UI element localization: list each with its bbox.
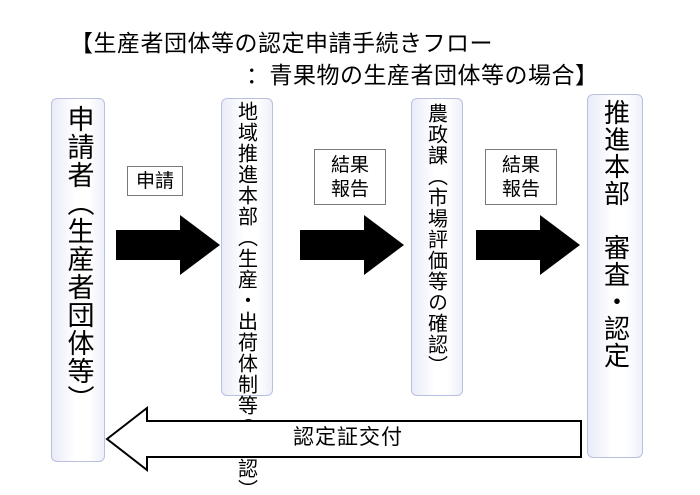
right-arrow-icon [476,215,580,275]
arrow-label-result-report-2: 結果 報告 [485,149,557,205]
step-regional-hq-box: 地域推進本部（生産・出荷体制等の確認） [221,98,273,495]
step-promotion-hq-label: 推進本部 審査・認定 [599,99,630,369]
diagram-title-line-2: ：青果物の生産者団体等の場合】 [246,63,599,89]
step-promotion-hq-box: 推進本部 審査・認定 [587,94,643,458]
return-arrow-label: 認定証交付 [293,425,403,449]
diagram-title-line-1: 【生産者団体等の認定申請手続きフロー [70,31,493,57]
right-arrow-icon [300,215,404,275]
step-agri-policy-label: 農政課（市場評価等の確認） [424,103,449,376]
step-regional-hq-label: 地域推進本部（生産・出荷体制等の確認） [234,101,259,495]
step-applicant-box: 申請者（生産者団体等） [51,98,105,462]
arrow-label-application: 申請 [127,166,183,196]
step-applicant-label: 申請者（生産者団体等） [62,105,94,413]
return-arrow-icon [105,406,582,472]
step-agri-policy-box: 農政課（市場評価等の確認） [411,98,463,396]
arrow-label-result-report-1: 結果 報告 [314,149,386,205]
right-arrow-icon [116,215,220,275]
